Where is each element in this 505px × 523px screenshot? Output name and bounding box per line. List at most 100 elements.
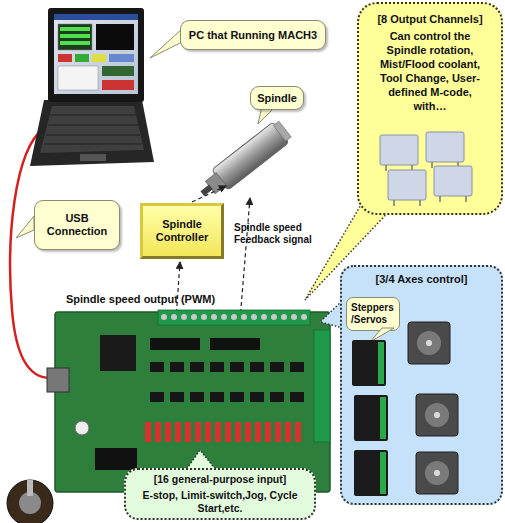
stepper-motors <box>408 322 450 364</box>
optocouplers <box>190 392 204 402</box>
stepper-motors <box>425 461 449 485</box>
optocouplers <box>170 362 184 372</box>
optocouplers <box>210 362 224 372</box>
spindle-motor <box>194 119 293 204</box>
input-leds <box>235 422 241 442</box>
relay <box>393 200 395 206</box>
controller-board <box>47 368 69 392</box>
optocouplers <box>230 362 244 372</box>
terminal-screws <box>291 314 297 320</box>
optocouplers <box>190 362 204 372</box>
terminal-screws <box>251 314 257 320</box>
relays <box>380 132 472 206</box>
node-title: [3/4 Axes control] <box>376 273 468 285</box>
relay <box>439 196 441 202</box>
controller-board <box>314 330 330 442</box>
node-title: [16 general-purpose input] <box>154 473 286 486</box>
input-leds <box>285 422 291 442</box>
terminal-screws <box>161 314 307 320</box>
laptop <box>30 8 154 166</box>
optocouplers <box>170 392 184 402</box>
terminal-screws <box>161 314 167 320</box>
stepper-motors <box>416 452 458 494</box>
relay <box>380 135 418 165</box>
input-leds <box>185 422 191 442</box>
laptop <box>92 54 106 62</box>
laptop <box>54 14 138 94</box>
node-title: PC that Running MACH3 <box>189 29 317 42</box>
node-body: E-stop, Limit-switch,Jog, Cycle Start,et… <box>132 489 308 515</box>
laptop <box>60 34 90 38</box>
laptop <box>50 115 136 116</box>
spindle-motor <box>212 122 289 191</box>
callout-bubble: Steppers /Servos <box>346 297 400 331</box>
feature-region: [8 Output Channels] Can control the Spind… <box>357 2 503 215</box>
input-leds <box>245 422 251 442</box>
input-leds <box>215 422 221 442</box>
controller-board <box>158 310 310 325</box>
relay <box>411 165 413 171</box>
laptop <box>58 66 98 90</box>
stepper-drivers <box>378 342 384 384</box>
laptop <box>48 125 138 126</box>
laptop <box>75 54 89 62</box>
node-title: Spindle Controller <box>149 218 215 244</box>
relay <box>419 200 421 206</box>
callout-tails <box>16 29 396 470</box>
stepper-drivers <box>380 397 386 439</box>
controller-board <box>100 335 136 371</box>
terminal-screws <box>271 314 277 320</box>
relay <box>380 135 418 171</box>
relay <box>388 170 426 206</box>
controller-board <box>75 421 89 435</box>
controller-board <box>150 338 200 350</box>
encoder-knob <box>27 480 33 496</box>
stepper-drivers <box>380 452 386 494</box>
stepper-drivers <box>354 395 388 441</box>
input-leds <box>195 422 201 442</box>
stepper-drivers <box>354 450 388 496</box>
signal-label: Spindle speed Feedback signal <box>234 222 334 246</box>
spindle-motor <box>200 185 212 197</box>
relay <box>434 166 472 196</box>
relay <box>457 162 459 168</box>
input-leds <box>145 422 151 442</box>
terminal-screws <box>201 314 207 320</box>
relay <box>431 162 433 168</box>
node-body: Can control the Spindle rotation, Mist/F… <box>371 29 489 113</box>
controller-box: Spindle Controller <box>140 203 224 259</box>
relay <box>434 166 472 202</box>
stepper-motors <box>416 394 458 436</box>
optocouplers <box>250 362 264 372</box>
controller-board <box>210 338 260 350</box>
optocouplers <box>290 362 304 372</box>
laptop <box>102 80 134 90</box>
terminal-screws <box>261 314 267 320</box>
laptop <box>102 66 134 76</box>
optocouplers <box>270 392 284 402</box>
terminal-screws <box>181 314 187 320</box>
input-leds <box>205 422 211 442</box>
callout-tails <box>186 450 216 470</box>
node-title: Spindle <box>257 92 297 105</box>
callout-tails <box>150 29 182 58</box>
optocouplers <box>230 392 244 402</box>
encoder-knob <box>7 480 53 523</box>
laptop <box>30 100 154 166</box>
optocouplers <box>150 392 164 402</box>
callout-tail <box>370 328 394 342</box>
input-leds <box>225 422 231 442</box>
encoder-knob <box>7 480 53 523</box>
relay <box>465 196 467 202</box>
laptop <box>44 144 142 145</box>
laptop <box>48 8 144 102</box>
node-title: [8 Output Channels] <box>377 12 482 26</box>
optocouplers <box>210 392 224 402</box>
signal-label: Spindle speed output (PWM) <box>66 293 246 305</box>
terminal-screws <box>191 314 197 320</box>
terminal-screws <box>211 314 217 320</box>
optocouplers <box>150 362 304 402</box>
optocouplers <box>270 362 284 372</box>
node-title: USB Connection <box>35 212 119 238</box>
